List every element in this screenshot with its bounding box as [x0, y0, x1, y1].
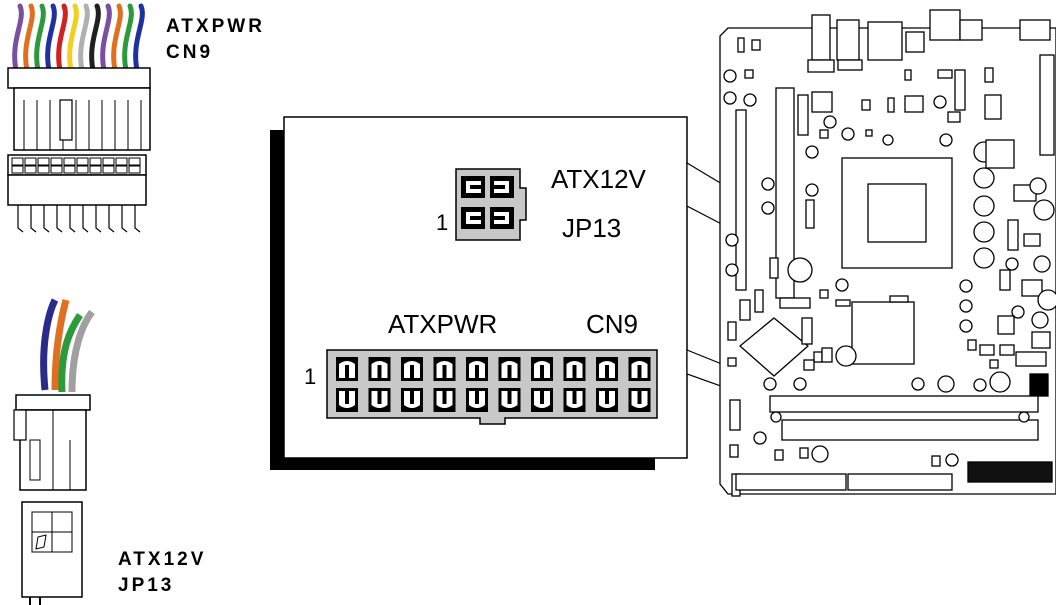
header-cell	[116, 158, 127, 165]
atxpwr-plug-illustration	[8, 6, 150, 232]
header-pin	[109, 205, 114, 232]
header-cell	[64, 166, 75, 173]
wire	[114, 6, 121, 70]
header-cell	[12, 166, 23, 173]
connector-pin	[461, 176, 485, 198]
wire	[125, 6, 132, 70]
atxpwr-detail-label: ATXPWR	[388, 309, 497, 340]
atx12v-plug-label-line2: JP13	[118, 573, 206, 599]
header-cell	[103, 158, 114, 165]
wire	[48, 6, 55, 70]
wire	[15, 6, 22, 70]
connector-pin	[490, 207, 514, 229]
wire	[81, 6, 88, 70]
header-pin	[31, 205, 36, 232]
wire	[59, 6, 66, 70]
jp13-pin1-label: 1	[436, 210, 448, 236]
header-pin	[135, 205, 140, 232]
atxpwr-plug-label: ATXPWR CN9	[166, 14, 265, 66]
header-pin	[18, 205, 23, 232]
wire	[92, 6, 99, 70]
header-cell	[38, 166, 49, 173]
atxpwr-plug-label-line1: ATXPWR	[166, 14, 265, 40]
atx12v-plug-label-line1: ATX12V	[118, 547, 206, 573]
header-cell	[103, 166, 114, 173]
connector-pin	[461, 207, 485, 229]
wire	[70, 6, 77, 70]
header-cell	[90, 166, 101, 173]
header-cell	[129, 158, 140, 165]
header-cell	[64, 158, 75, 165]
header-pin	[83, 205, 88, 232]
header-cell	[129, 166, 140, 173]
connector-pin	[490, 176, 514, 198]
atxpwr-plug-label-line2: CN9	[166, 40, 265, 66]
atx12v-plug-label: ATX12V JP13	[118, 547, 206, 599]
wire	[136, 6, 143, 70]
wire	[37, 6, 44, 70]
motherboard-layout	[720, 10, 1056, 496]
jp13-connector	[456, 169, 526, 240]
header-pin	[70, 205, 75, 232]
header-cell	[77, 158, 88, 165]
header-cell	[116, 166, 127, 173]
cn9-connector	[327, 350, 657, 424]
header-pin	[96, 205, 101, 232]
cn9-detail-label: CN9	[586, 309, 638, 340]
header-cell	[90, 158, 101, 165]
header-cell	[12, 158, 23, 165]
atx12v-plug-illustration	[14, 300, 92, 605]
header-cell	[77, 166, 88, 173]
header-cell	[38, 158, 49, 165]
wire	[103, 6, 110, 70]
header-cell	[25, 158, 36, 165]
header-pin	[57, 205, 62, 232]
jp13-detail-label: JP13	[562, 213, 621, 244]
header-cell	[51, 166, 62, 173]
atx12v-detail-label: ATX12V	[551, 164, 646, 195]
header-cell	[25, 166, 36, 173]
header-cell	[51, 158, 62, 165]
wire	[26, 6, 33, 70]
header-pin	[44, 205, 49, 232]
cn9-pin1-label: 1	[304, 364, 316, 390]
header-pin	[122, 205, 127, 232]
